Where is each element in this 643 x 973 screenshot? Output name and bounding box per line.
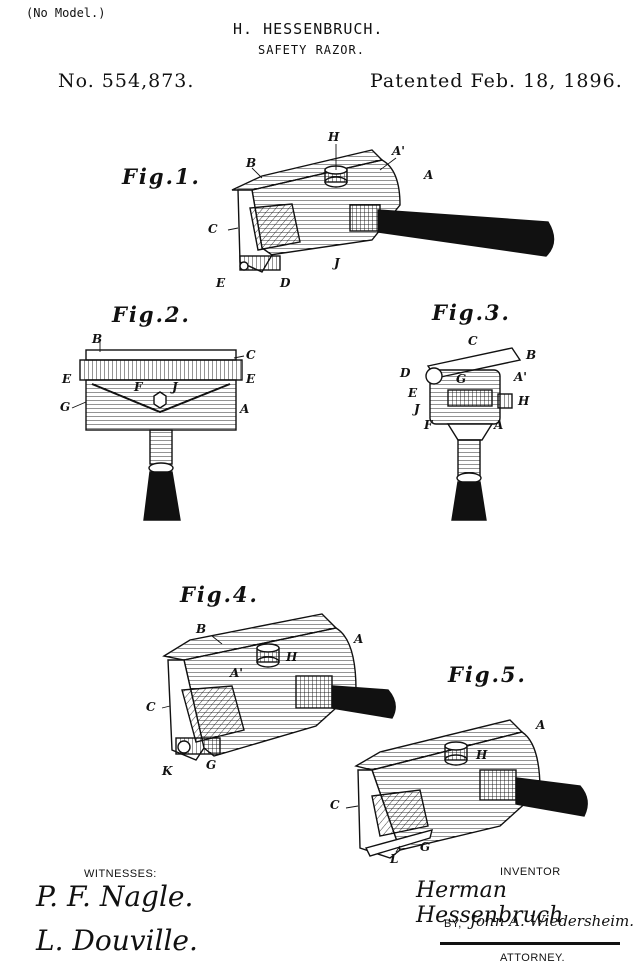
fig3-label-c: C [468, 334, 478, 348]
inventor-name-header: H. HESSENBRUCH. [233, 20, 384, 38]
fig1-label-j: J [334, 256, 340, 270]
fig4-label-h: H [286, 650, 298, 664]
fig5-title: Fig.5. [448, 662, 527, 687]
fig1-drawing [231, 149, 555, 273]
fig4-label-k: K [162, 764, 173, 778]
fig3-label-d: D [400, 366, 411, 380]
fig2-label-e-right: E [246, 372, 256, 386]
fig5-label-l: L [390, 852, 399, 866]
inventor-label: INVENTOR [500, 866, 561, 878]
fig5-label-c: C [330, 798, 340, 812]
fig4-drawing [162, 613, 396, 761]
no-model-note: (No Model.) [26, 6, 106, 20]
attorney-underline [440, 942, 620, 945]
fig3-label-j: J [414, 402, 420, 416]
fig1-label-a-prime: A' [392, 144, 405, 158]
fig4-label-a: A [354, 632, 364, 646]
inventor-signature: Herman Hessenbruch [416, 878, 564, 928]
fig2-label-c: C [246, 348, 256, 362]
by-label: BY, [444, 918, 462, 930]
fig4-title: Fig.4. [180, 582, 259, 607]
fig1-title: Fig.1. [122, 164, 201, 189]
fig4-label-c: C [146, 700, 156, 714]
fig5-label-g: G [420, 840, 431, 854]
fig2-label-b: B [92, 332, 103, 346]
fig3-label-e: E [408, 386, 418, 400]
fig2-label-g: G [60, 400, 71, 414]
fig5-label-a: A [536, 718, 546, 732]
fig4-label-a-prime: A' [230, 666, 243, 680]
fig3-label-b: B [526, 348, 537, 362]
witness-signature-1: P. F. Nagle. [36, 880, 194, 913]
fig2-title: Fig.2. [112, 302, 191, 327]
fig3-label-g: G [456, 372, 467, 386]
fig1-label-c: C [208, 222, 218, 236]
fig1-label-e: E [216, 276, 226, 290]
fig4-label-g: G [206, 758, 217, 772]
fig3-label-a-prime: A' [514, 370, 527, 384]
patent-number: No. 554,873. [58, 70, 195, 92]
leader-lines [71, 144, 401, 853]
fig2-label-a: A [240, 402, 250, 416]
fig5-drawing [354, 719, 588, 859]
fig1-label-h: H [328, 130, 340, 144]
fig4-label-b: B [196, 622, 207, 636]
witness-signature-2: L. Douville. [36, 924, 198, 957]
fig3-drawing [425, 347, 522, 521]
patent-title: SAFETY RAZOR. [258, 43, 365, 57]
fig2-label-e-left: E [62, 372, 72, 386]
fig1-label-b: B [246, 156, 257, 170]
fig2-label-j: J [172, 380, 178, 394]
fig1-label-a: A [424, 168, 434, 182]
fig1-label-d: D [280, 276, 291, 290]
patent-date: Patented Feb. 18, 1896. [370, 70, 623, 92]
fig2-drawing [79, 349, 243, 521]
fig3-label-h: H [518, 394, 530, 408]
witnesses-label: WITNESSES: [84, 868, 157, 880]
fig3-label-a: A [494, 418, 504, 432]
fig5-label-h: H [476, 748, 488, 762]
attorney-label: ATTORNEY. [500, 952, 566, 964]
attorney-signature: John A. Wiedersheim. [470, 912, 635, 930]
fig2-label-f: F [134, 380, 143, 394]
fig3-label-f: F [424, 418, 433, 432]
fig3-title: Fig.3. [432, 300, 511, 325]
